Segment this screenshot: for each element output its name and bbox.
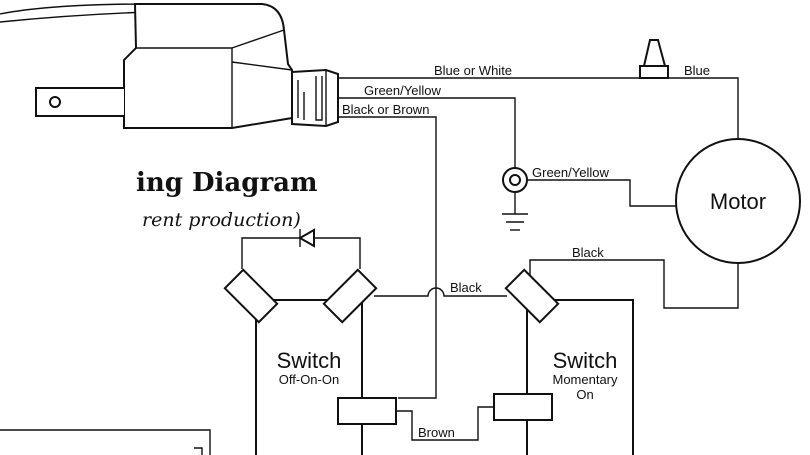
wire-black-switch <box>374 287 507 297</box>
switch-right-type-line2: On <box>576 387 593 402</box>
plug-icon <box>0 3 339 129</box>
wire-green-yellow-ground <box>527 179 682 207</box>
switch-left-type: Off-On-On <box>279 372 339 387</box>
wire-diode <box>241 237 361 269</box>
motor-label: Motor <box>710 189 766 214</box>
motor: Motor <box>675 138 801 264</box>
wire-blue <box>668 77 739 145</box>
terminal-left-c <box>337 397 397 425</box>
wire-green-yellow-top <box>338 97 516 168</box>
label-black-or-brown: Black or Brown <box>342 102 429 117</box>
diagram-subtitle: rent production) <box>142 209 301 231</box>
label-blue-or-white: Blue or White <box>434 63 512 78</box>
terminal-right-c <box>493 393 553 421</box>
label-black-switch: Black <box>450 280 482 295</box>
label-green-yellow-top: Green/Yellow <box>364 83 441 98</box>
switch-right-name: Switch <box>553 348 618 373</box>
terminal-left-b <box>322 268 378 324</box>
switch-momentary-on: Switch Momentary On <box>493 268 634 455</box>
wire-nut-icon <box>639 39 669 79</box>
switch-off-on-on: Switch Off-On-On <box>223 268 397 455</box>
diagram-title: ing Diagram <box>136 168 318 198</box>
terminal-left-a <box>223 268 279 324</box>
label-green-yellow-ground: Green/Yellow <box>532 165 609 180</box>
switch-left-name: Switch <box>277 348 342 373</box>
table-fragment <box>0 429 211 455</box>
wire-brown <box>396 406 494 441</box>
diode-icon <box>297 228 315 248</box>
label-brown: Brown <box>418 425 455 440</box>
label-blue: Blue <box>684 63 710 78</box>
terminal-right-a <box>504 268 560 324</box>
switch-right-type-line1: Momentary <box>552 372 618 387</box>
wire-black-or-brown <box>338 116 437 399</box>
label-black-motor: Black <box>572 245 604 260</box>
ground-symbol-icon <box>502 167 528 231</box>
wire-black-motor <box>529 259 739 309</box>
